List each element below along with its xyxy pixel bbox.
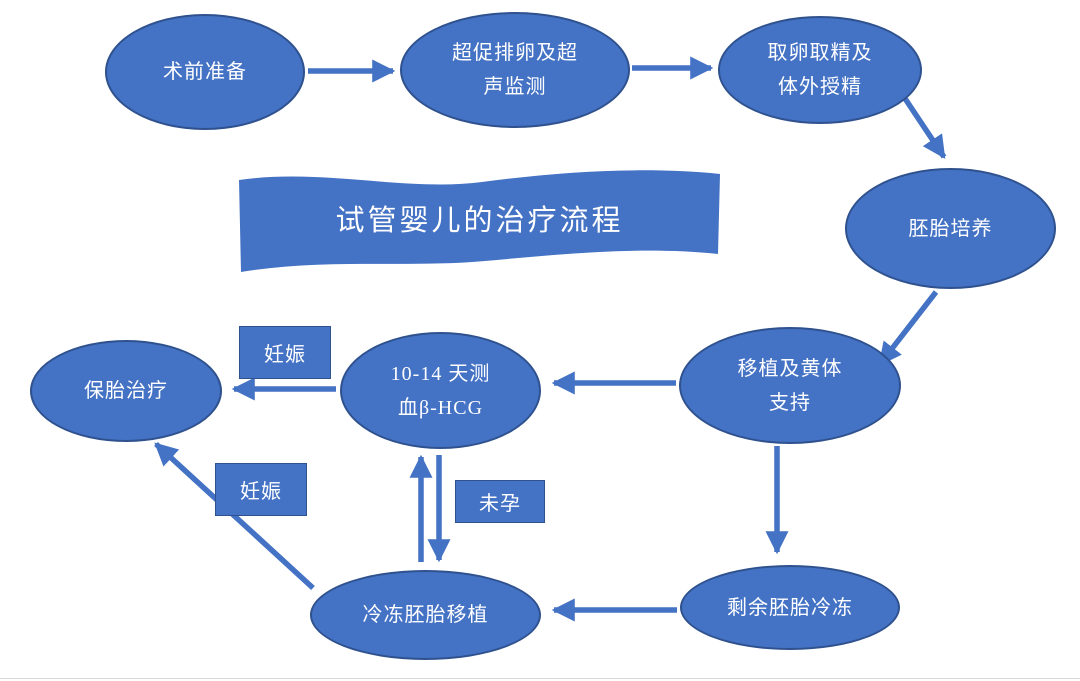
node-preop-label: 术前准备: [163, 61, 247, 83]
node-stimulation: 超促排卵及超 声监测: [400, 12, 630, 128]
node-embryo-freeze-label: 剩余胚胎冷冻: [727, 596, 853, 619]
node-culture-label: 胚胎培养: [908, 217, 993, 240]
node-fetal-care-label: 保胎治疗: [84, 380, 168, 402]
node-transfer: 移植及黄体 支持: [679, 327, 901, 444]
node-embryo-freeze: 剩余胚胎冷冻: [680, 565, 900, 650]
label-pregnant-top: 妊娠: [239, 326, 331, 379]
node-retrieval-label: 取卵取精及 体外授精: [767, 42, 873, 98]
arrow-retrieval-to-culture: [899, 92, 947, 159]
node-hcg: 10-14 天测 血β-HCG: [340, 332, 541, 449]
arrow-culture-to-transfer: [877, 290, 939, 366]
node-frozen-transfer: 冷冻胚胎移植: [310, 570, 541, 660]
node-fetal-care: 保胎治疗: [30, 340, 222, 442]
node-transfer-label: 移植及黄体 支持: [737, 357, 843, 414]
page-bottom-divider: [0, 678, 1080, 679]
diagram-title: 试管婴儿的治疗流程: [335, 205, 624, 237]
node-culture: 胚胎培养: [845, 168, 1056, 289]
node-frozen-transfer-label: 冷冻胚胎移植: [362, 604, 489, 626]
label-not-pregnant: 未孕: [455, 480, 545, 523]
label-not-pregnant-text: 未孕: [479, 493, 521, 515]
label-pregnant-top-text: 妊娠: [264, 344, 306, 366]
node-retrieval: 取卵取精及 体外授精: [718, 16, 922, 124]
label-pregnant-bottom-text: 妊娠: [240, 481, 282, 503]
node-hcg-label: 10-14 天测 血β-HCG: [390, 362, 491, 419]
node-preop: 术前准备: [105, 14, 305, 130]
node-stimulation-label: 超促排卵及超 声监测: [452, 42, 578, 98]
title-ribbon-shape: [239, 170, 720, 272]
ribbon-wave-path: [239, 170, 720, 272]
arrow-frozen-transfer-to-fetal-care: [154, 441, 315, 591]
title-ribbon: 试管婴儿的治疗流程: [237, 166, 722, 278]
label-pregnant-bottom: 妊娠: [215, 463, 307, 516]
